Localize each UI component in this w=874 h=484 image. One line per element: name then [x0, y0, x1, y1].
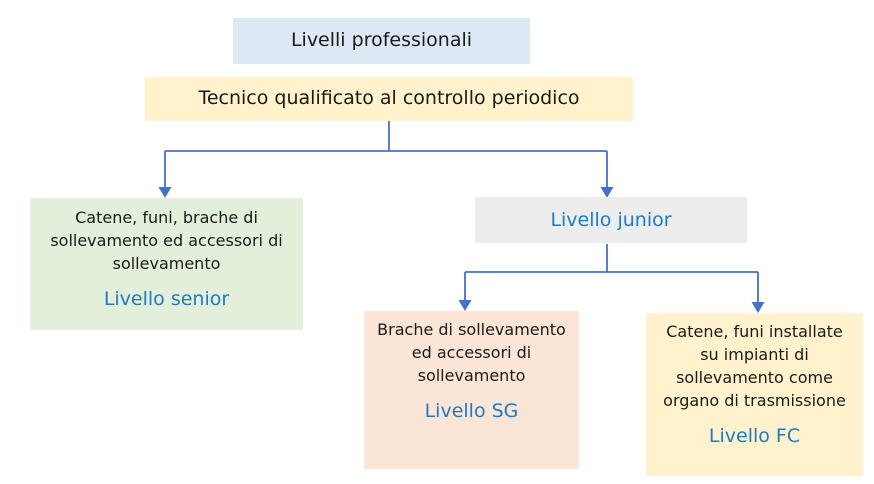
node-livello-sg: Brache di sollevamento ed accessori di s… [364, 311, 579, 469]
node-tecnico-qualificato-label: Tecnico qualificato al controllo periodi… [198, 87, 580, 110]
node-tecnico-qualificato: Tecnico qualificato al controllo periodi… [145, 77, 633, 121]
node-livello-fc-description: Catene, funi installate su impianti di s… [663, 322, 846, 410]
node-livello-senior-label: Livello senior [103, 288, 230, 310]
node-livelli-professionali-label: Livelli professionali [290, 29, 473, 52]
node-livello-sg-label: Livello SG [424, 400, 519, 422]
arrow-down-icon [751, 302, 765, 313]
node-livello-fc: Catene, funi installate su impianti di s… [646, 313, 863, 476]
node-livello-fc-label: Livello FC [708, 425, 801, 447]
arrow-down-icon [458, 300, 472, 311]
node-livello-junior-label: Livello junior [550, 208, 672, 231]
arrow-down-icon [158, 187, 172, 198]
connector-tecnico-to-children [158, 121, 614, 198]
node-livelli-professionali: Livelli professionali [233, 18, 530, 64]
node-livello-senior: Catene, funi, brache di sollevamento ed … [30, 198, 303, 330]
connector-junior-to-children [458, 244, 765, 313]
node-livello-sg-description: Brache di sollevamento ed accessori di s… [377, 320, 566, 385]
node-livello-senior-description: Catene, funi, brache di sollevamento ed … [50, 208, 283, 273]
node-livello-junior: Livello junior [475, 197, 747, 243]
